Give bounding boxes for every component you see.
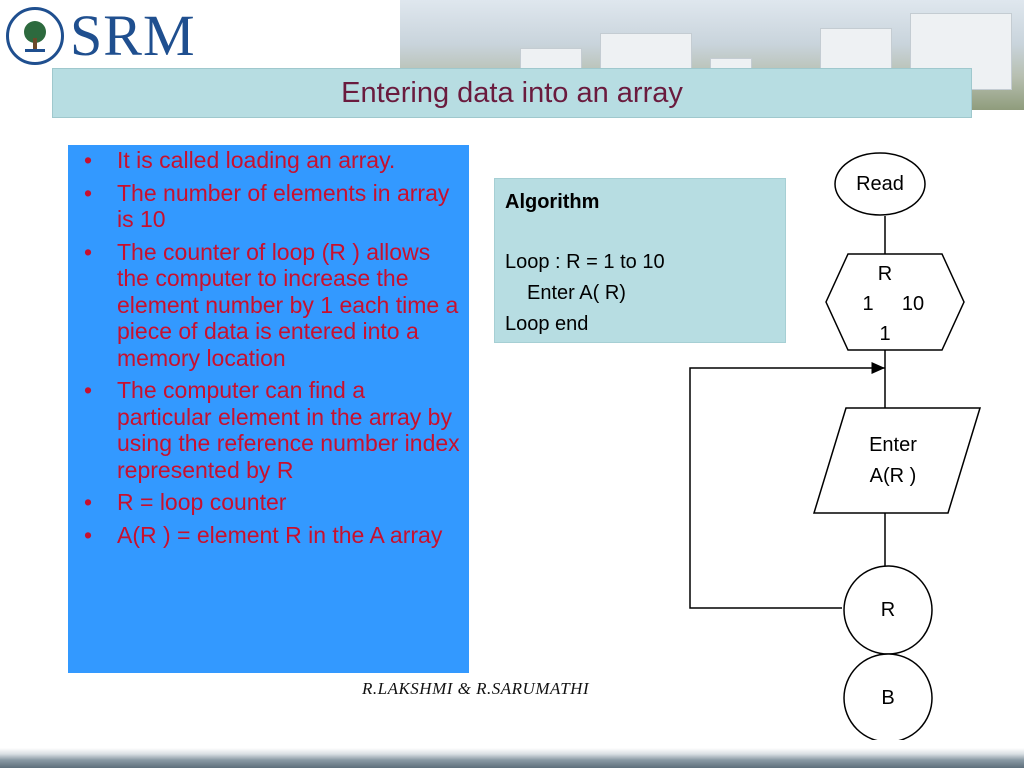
flowchart: Read R 1 10 1 Enter A(R ) R B <box>680 150 1000 743</box>
connector-b-label: B <box>881 687 895 709</box>
loop-back-arrow <box>689 362 885 609</box>
footer-band <box>0 748 1024 768</box>
algorithm-line-loop: Loop : R = 1 to 10 <box>505 251 665 273</box>
bullet-item: The counter of loop (R ) allows the comp… <box>76 239 461 372</box>
bullet-item: The computer can find a particular eleme… <box>76 377 461 483</box>
bullet-item: R = loop counter <box>76 489 461 516</box>
bullet-item: A(R ) = element R in the A array <box>76 522 461 549</box>
enter-label-line1: Enter <box>869 434 917 456</box>
bullet-item: It is called loading an array. <box>76 147 461 174</box>
counter-label: R <box>880 599 896 621</box>
algorithm-title: Algorithm <box>505 191 600 213</box>
loop-end-label: 10 <box>901 293 925 315</box>
logo-text: SRM <box>70 3 196 68</box>
enter-label-line2: A(R ) <box>869 465 917 487</box>
authors-signature: R.LAKSHMI & R.SARUMATHI <box>362 679 590 698</box>
srm-logo: SRM <box>6 6 196 66</box>
university-seal-icon <box>6 7 64 65</box>
algorithm-line-enter: Enter A( R) <box>527 282 626 304</box>
enter-io-shape <box>812 407 982 514</box>
bullet-panel: It is called loading an array. The numbe… <box>68 145 469 673</box>
slide-title-bar: Entering data into an array <box>52 68 972 118</box>
algorithm-box: Algorithm Loop : R = 1 to 10 Enter A( R)… <box>494 178 786 343</box>
loop-start-label: 1 <box>862 293 874 315</box>
read-label: Read <box>856 173 904 195</box>
algorithm-line-end: Loop end <box>505 313 589 335</box>
slide-title: Entering data into an array <box>341 76 683 109</box>
bullet-list: It is called loading an array. The numbe… <box>76 147 461 548</box>
loop-step-label: 1 <box>879 323 891 345</box>
loop-var-label: R <box>877 263 893 285</box>
bullet-item: The number of elements in array is 10 <box>76 180 461 233</box>
flowchart-graphics <box>689 152 982 743</box>
read-terminal-shape <box>834 152 926 216</box>
loop-hexagon-shape <box>825 253 965 351</box>
